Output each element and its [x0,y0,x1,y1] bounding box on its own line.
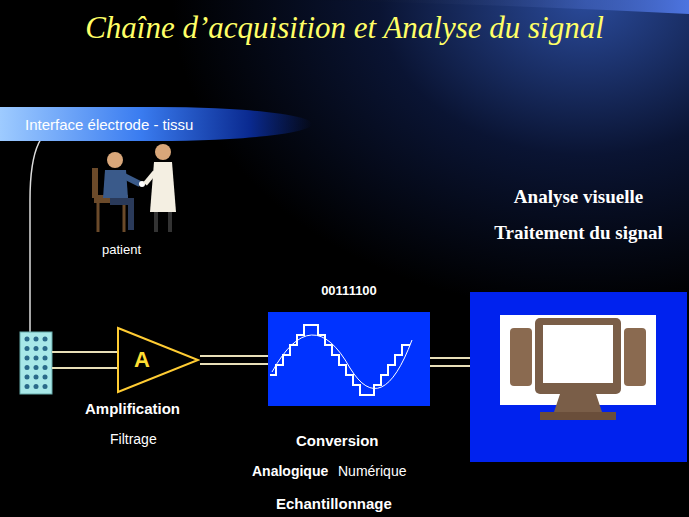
wire [430,357,470,359]
wire [52,367,126,369]
label: Amplification [85,400,180,417]
sampled-signal [270,325,410,395]
electrode-pin [43,365,48,370]
label: Analogique [252,463,328,479]
computer-panel [500,315,656,405]
label: Conversion [296,432,379,449]
patient-arm [124,176,140,184]
node-text: 00111100 [268,283,430,298]
heading: Traitement du signal [489,222,669,244]
doctor-head [155,144,171,160]
wire [52,351,126,353]
computer-box [470,292,687,462]
doctor-coat [150,162,176,212]
double-wire [430,358,470,366]
electrode-pin [43,356,48,361]
analog-signal [272,335,412,389]
amplifier-triangle: A [116,326,200,394]
electrode-pin [25,337,30,342]
patient-illustration [92,144,176,232]
amplifier-symbol [118,328,198,392]
electrode-pin [43,346,48,351]
electrode-connector [20,332,52,394]
wire [430,365,470,367]
monitor-base [540,412,616,420]
electrode-pin [34,384,39,389]
electrode-pin [43,384,48,389]
electrode-pin [34,337,39,342]
chair-back [92,168,98,198]
electrode-pin [25,346,30,351]
speaker [510,328,532,386]
monitor-stand [554,394,602,412]
electrode-pin [34,375,39,380]
label: Echantillonnage [276,495,392,512]
electrode-pin [34,356,39,361]
electrode-pin [34,365,39,370]
label: Numérique [338,463,406,479]
heading: Analyse visuelle [489,186,669,208]
converter-node: 00111100 [268,283,430,406]
node-text: Interface électrode - tissu [25,116,193,133]
label: Filtrage [110,431,157,447]
electrode-pin [25,384,30,389]
label: patient [102,242,141,257]
title: Chaîne d’acquisition et Analyse du signa… [0,10,689,46]
node-text: A [134,347,150,373]
doctor-leg [168,212,172,232]
chair-leg [123,203,126,232]
converter-box [268,312,430,406]
screen [543,325,613,383]
electrode-pin [25,356,30,361]
monitor [535,318,621,394]
triangle-outline [116,326,200,394]
patient-head [107,152,123,168]
electrode-pin [43,375,48,380]
computer-node: Analyse visuelleTraitement du signal [470,186,687,462]
double-wire [200,356,268,364]
doctor-leg [154,212,158,232]
electrode-pin [43,337,48,342]
computer-illustration [510,318,646,420]
patient-body [103,170,128,198]
interface-band: Interface électrode - tissu [0,107,312,141]
electrode-pin [25,365,30,370]
electrode-pin [34,346,39,351]
wire [200,355,268,357]
speaker [624,328,646,386]
electrode-pins [25,337,48,390]
doctor-arm [145,172,155,184]
wire [200,363,268,365]
chair-leg [97,203,100,232]
electrode-pin [25,375,30,380]
patient-legs [110,198,134,230]
electrode-cable [30,122,70,332]
